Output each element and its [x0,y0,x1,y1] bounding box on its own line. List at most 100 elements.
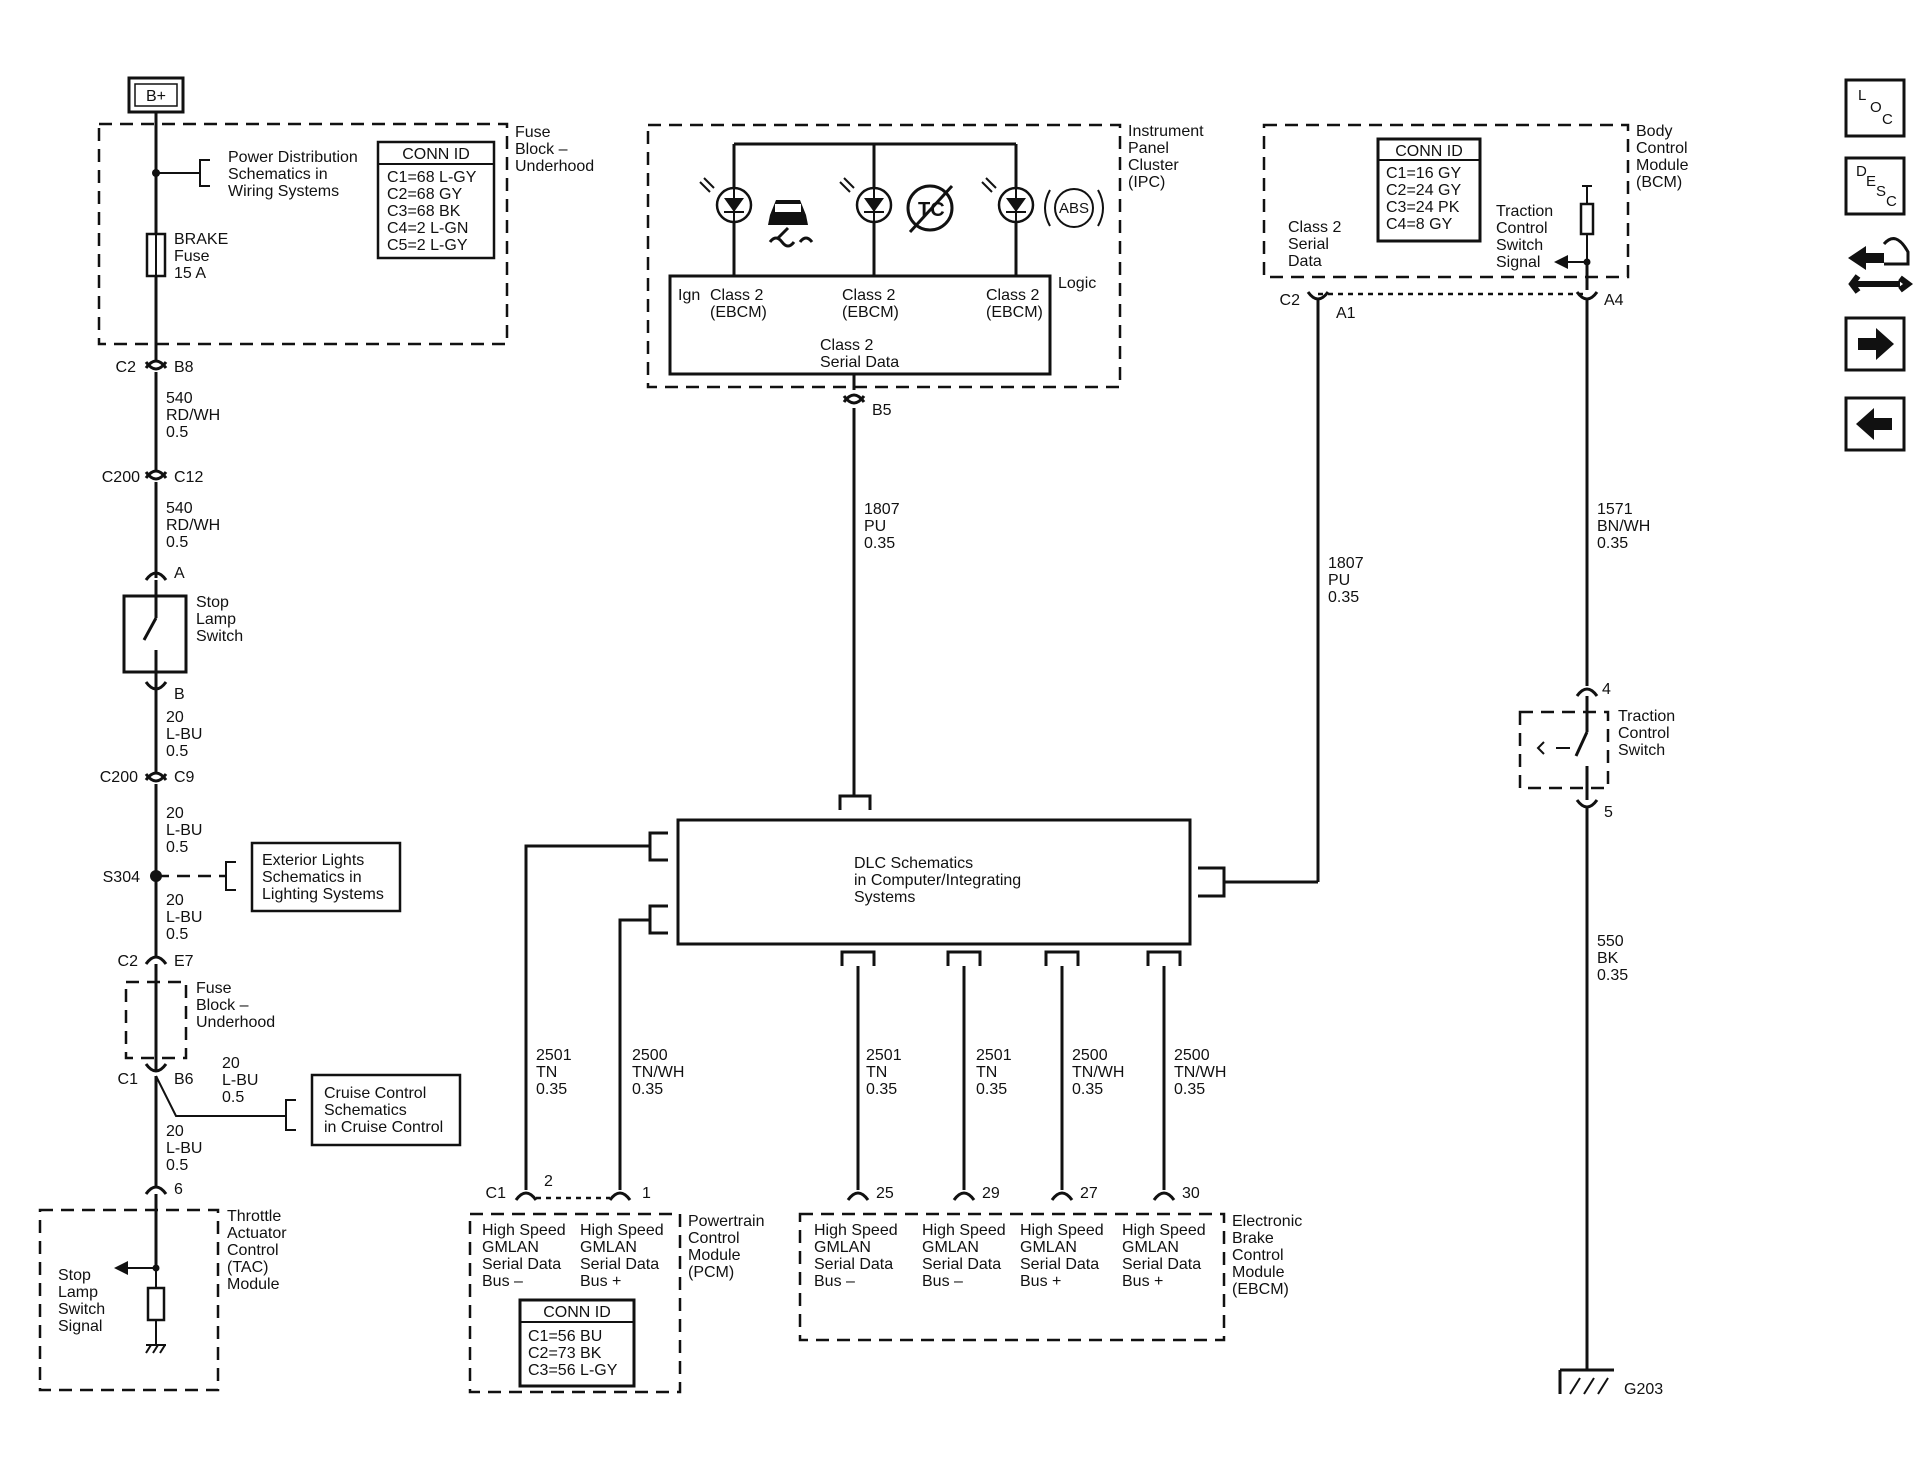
svg-text:Logic: Logic [1058,275,1096,292]
svg-text:C2: C2 [116,359,137,376]
connector-c200-c9: C200 C9 [100,769,195,786]
svg-text:B5: B5 [872,402,892,419]
svg-text:25: 25 [876,1185,894,1202]
connector-c1-b6: C1 B6 [118,1063,194,1088]
svg-text:C2: C2 [1280,292,1301,309]
svg-text:C200: C200 [100,769,138,786]
svg-text:4: 4 [1602,681,1611,698]
svg-text:A: A [174,565,185,582]
svg-text:C200: C200 [102,469,140,486]
svg-text:D: D [1856,163,1867,180]
svg-text:C2: C2 [118,953,139,970]
svg-text:Ign: Ign [678,287,700,304]
connector-tool-icon[interactable] [1848,237,1913,294]
arrow-left-button[interactable] [1844,396,1906,452]
svg-text:ABS: ABS [1059,200,1089,217]
svg-text:29: 29 [982,1185,1000,1202]
svg-text:A1: A1 [1336,305,1356,322]
svg-text:CONN ID: CONN ID [402,146,470,163]
arrow-right-button[interactable] [1844,316,1906,372]
svg-text:CONN ID: CONN ID [543,1304,611,1321]
connector-c2-b8: C2 B8 [116,359,194,376]
svg-text:B: B [174,686,185,703]
svg-text:C1: C1 [118,1071,139,1088]
traction-off-icon: TC [906,184,954,234]
svg-text:B+: B+ [146,88,166,105]
connector-bcm-a4: A4 [1575,291,1624,309]
svg-text:5: 5 [1604,804,1613,821]
svg-text:2: 2 [544,1173,553,1190]
dlc-pin-top [838,794,872,810]
connector-b5: B5 [842,393,892,419]
svg-text:27: 27 [1080,1185,1098,1202]
svg-text:E: E [1866,173,1876,190]
ground-g203: G203 [1558,1368,1663,1398]
bplus-terminal: B+ [127,76,185,114]
svg-text:C: C [1886,193,1897,210]
svg-text:S304: S304 [103,869,140,886]
svg-text:E7: E7 [174,953,194,970]
arrow-right-icon [1858,328,1894,360]
loc-button[interactable]: L O C [1844,78,1906,138]
svg-text:1: 1 [642,1185,651,1202]
desc-button[interactable]: D E S C [1844,156,1906,216]
svg-text:L: L [1858,87,1866,104]
svg-text:B6: B6 [174,1071,194,1088]
svg-text:S: S [1876,183,1886,200]
svg-text:B8: B8 [174,359,194,376]
splice-s304: S304 [103,861,236,891]
abs-icon: ABS [1044,188,1104,228]
